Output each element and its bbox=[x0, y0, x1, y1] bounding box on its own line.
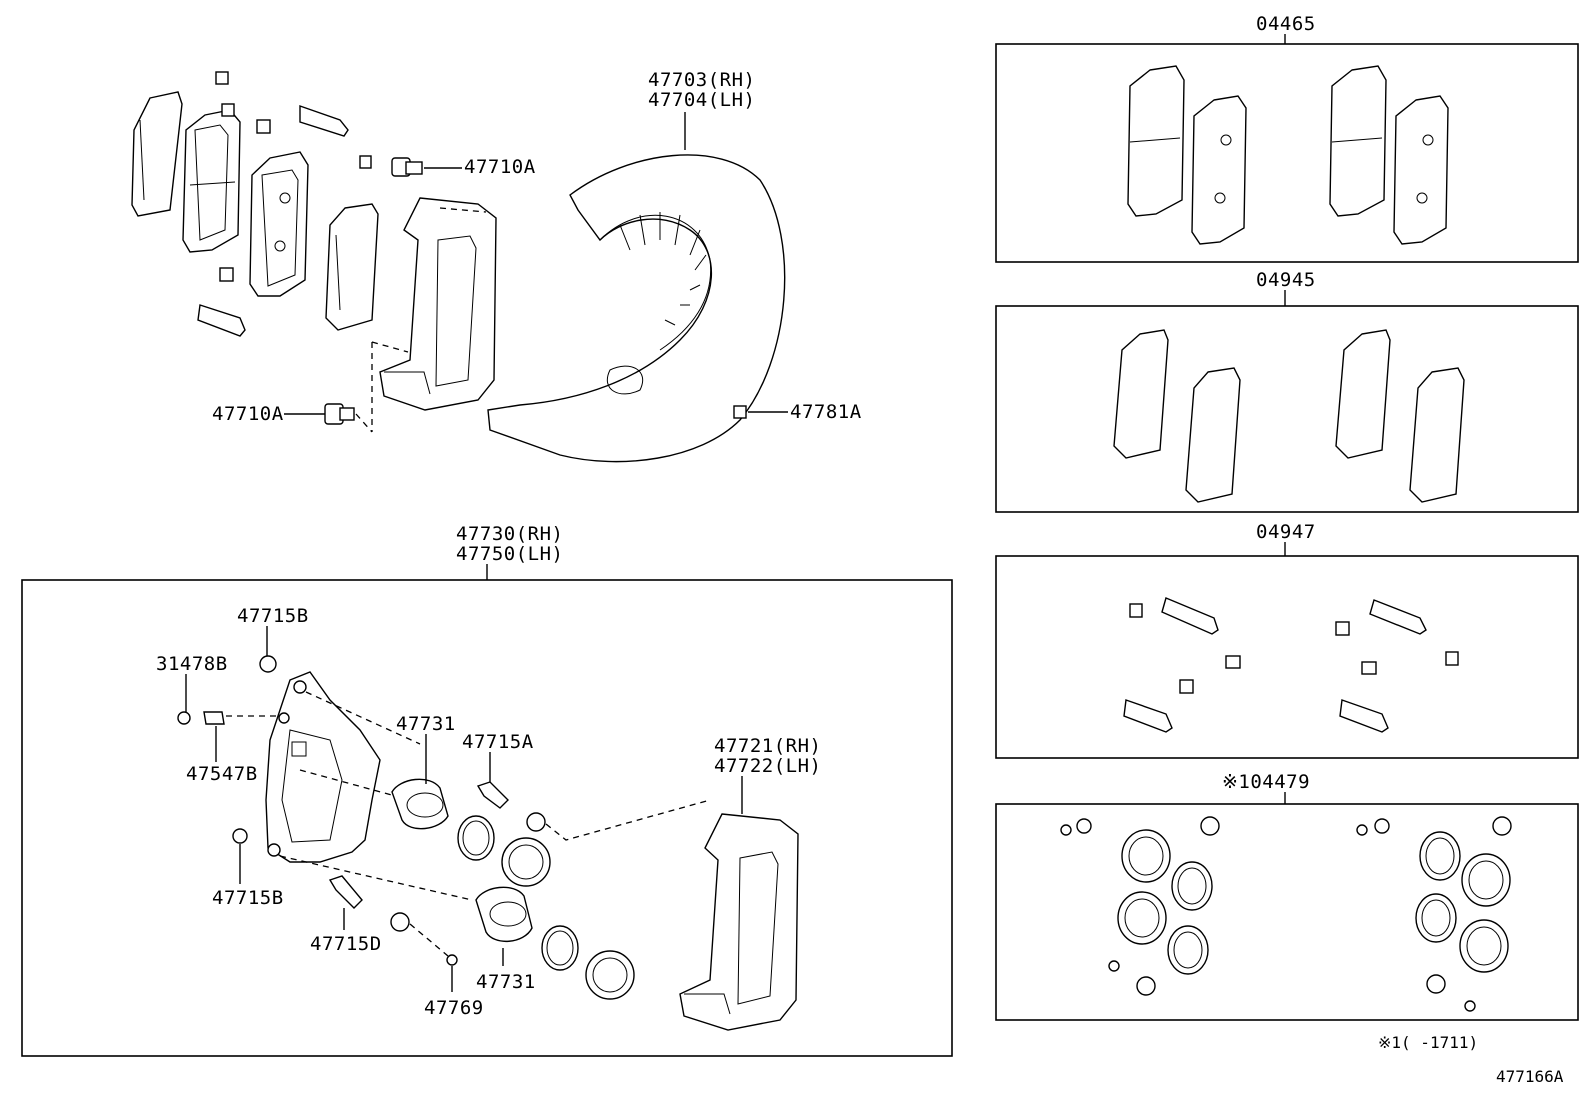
label-47715b-bottom: 47715B bbox=[212, 887, 284, 909]
label-47704: 47704(LH) bbox=[648, 89, 755, 111]
bolt-47781a-drawing bbox=[733, 405, 788, 419]
piston-top-drawing bbox=[391, 778, 449, 830]
outer-shim-drawing bbox=[131, 91, 183, 217]
label-31478b: 31478B bbox=[156, 653, 228, 675]
bolt-47710a-top-drawing bbox=[391, 157, 462, 177]
label-47750: 47750(LH) bbox=[456, 543, 563, 565]
label-47722: 47722(LH) bbox=[714, 755, 821, 777]
outer-pad-drawing bbox=[182, 109, 241, 253]
label-47715d: 47715D bbox=[310, 933, 382, 955]
seal-ring-1 bbox=[457, 815, 495, 861]
label-47731-top: 47731 bbox=[396, 713, 456, 735]
label-47781a: 47781A bbox=[790, 401, 862, 423]
label-04945: 04945 bbox=[1256, 269, 1316, 291]
label-47721: 47721(RH) bbox=[714, 735, 821, 757]
small-clips-drawing bbox=[197, 71, 372, 337]
label-47710a-top: 47710A bbox=[464, 156, 536, 178]
label-47703: 47703(RH) bbox=[648, 69, 755, 91]
label-04947: 04947 bbox=[1256, 521, 1316, 543]
footnote: ※1( -1711) bbox=[1378, 1033, 1478, 1052]
bolt-47715d-drawing bbox=[328, 875, 363, 909]
kit-04945-shims bbox=[1113, 329, 1465, 503]
label-47715b-top: 47715B bbox=[237, 605, 309, 627]
label-47769: 47769 bbox=[424, 997, 484, 1019]
label-47715a: 47715A bbox=[462, 731, 534, 753]
caliper-bracket-drawing bbox=[679, 813, 799, 1031]
kit-04465-pads bbox=[1127, 65, 1449, 245]
inner-pad-drawing bbox=[249, 151, 309, 297]
dust-shield-drawing bbox=[487, 112, 786, 463]
piston-bottom-drawing bbox=[475, 886, 533, 943]
kit-04479-seals bbox=[1060, 816, 1512, 1012]
label-04465: 04465 bbox=[1256, 13, 1316, 35]
bolt-47715a-drawing bbox=[476, 781, 509, 809]
kit-04947-box bbox=[995, 555, 1579, 759]
label-47730: 47730(RH) bbox=[456, 523, 563, 545]
label-47731-bottom: 47731 bbox=[476, 971, 536, 993]
diagram-id: 477166A bbox=[1496, 1067, 1564, 1086]
caliper-body-drawing bbox=[265, 671, 473, 901]
inner-shim-drawing bbox=[325, 203, 379, 331]
kit-04479-box bbox=[995, 803, 1579, 1021]
seal-ring-2 bbox=[541, 925, 579, 971]
kit-04945-box bbox=[995, 305, 1579, 513]
label-47547b: 47547B bbox=[186, 763, 258, 785]
label-47710a-bottom: 47710A bbox=[212, 403, 284, 425]
kit-04465-box bbox=[995, 43, 1579, 263]
bolt-47710a-bottom-drawing bbox=[284, 403, 373, 433]
kit-04947-clips bbox=[1123, 597, 1459, 733]
label-04479: ※104479 bbox=[1222, 771, 1310, 793]
caliper-assembly-box bbox=[21, 579, 953, 1057]
mounting-bracket-drawing bbox=[371, 197, 497, 432]
